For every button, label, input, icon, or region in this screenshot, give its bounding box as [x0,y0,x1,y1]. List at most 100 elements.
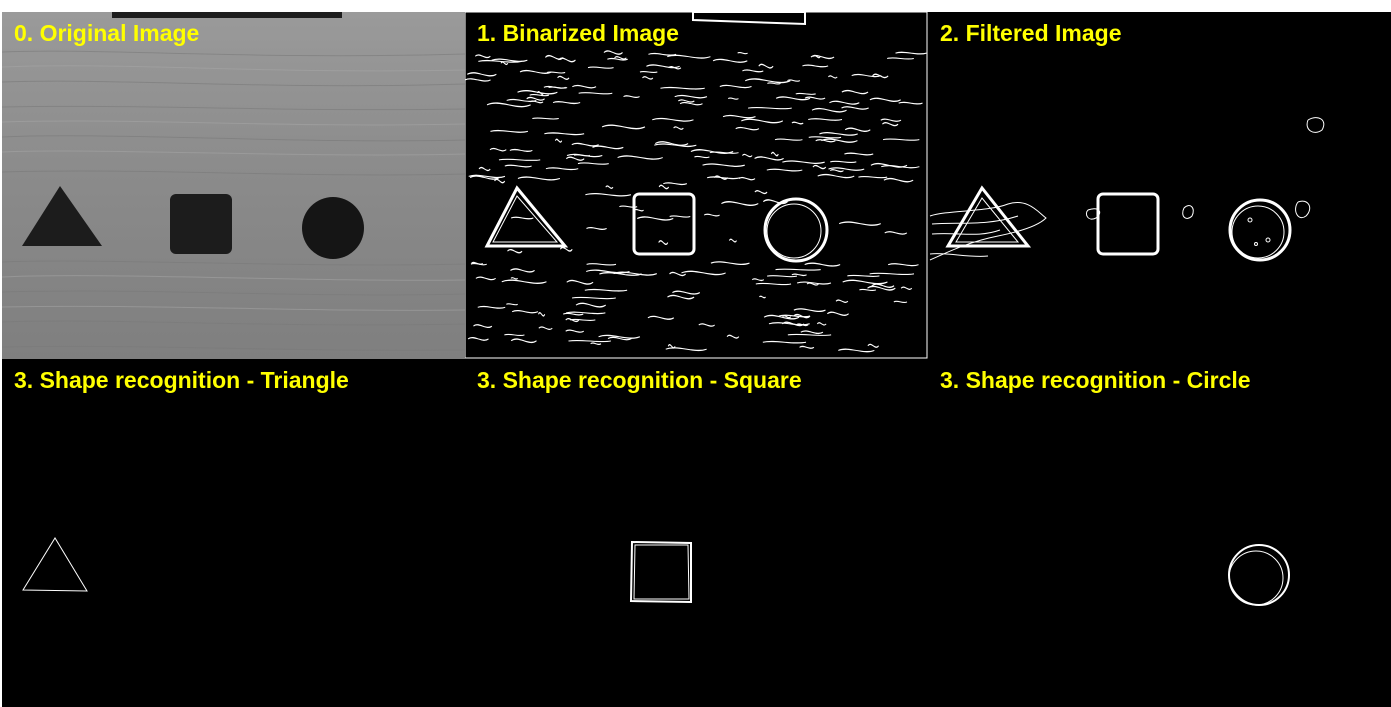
edge-noise [882,138,920,141]
square-outline [629,540,692,604]
edge-noise [859,288,877,292]
edge-noise [507,249,523,254]
edge-noise [510,338,537,344]
edge-noise [565,156,585,161]
edge-noise [470,262,487,266]
edge-noise [745,78,791,84]
edge-noise [578,92,613,95]
edge-noise [800,330,824,335]
edge-noise [468,174,506,179]
edge-noise [506,303,518,306]
panel-square-recognition: 3. Shape recognition - Square [465,359,928,706]
edge-noise [741,118,784,124]
edge-noise [791,121,804,125]
edge-noise [703,213,720,217]
edge-noise [737,51,748,55]
edge-noise [652,117,694,122]
edge-noise [741,153,753,158]
edge-noise [721,201,759,206]
edge-noise [557,75,570,80]
edge-noise [782,160,825,164]
edge-noise [754,190,768,195]
edge-noise [466,72,497,77]
edge-noise [510,216,534,220]
edge-noise [735,126,760,131]
edge-noise [841,106,869,110]
edge-noise [694,155,710,159]
edge-noise [473,324,493,329]
edge-noise [636,216,674,221]
edge-noise [655,141,689,146]
edge-noise [532,117,559,120]
edge-noise [501,279,547,284]
edge-noise [829,100,860,105]
edge-noise [827,75,838,79]
edge-noise [767,82,781,85]
edge-noise [619,205,638,208]
edge-noise [817,173,855,179]
edge-noise [851,73,882,78]
edge-noise [558,57,576,63]
edge-noise [812,164,827,170]
edge-noise [751,278,765,282]
edge-noise [763,314,800,320]
edge-noise [587,66,614,69]
edge-noise [538,312,546,317]
edge-noise [510,277,519,280]
edge-noise [517,176,561,181]
edge-noise [552,101,581,105]
edge-noise [571,142,599,147]
edge-noise [898,101,923,105]
edge-noise [677,99,695,103]
edge-noise [639,70,658,74]
edge-noise [821,138,858,143]
edge-noise [770,151,779,157]
edge-noise [654,143,697,148]
edge-noise [882,122,899,127]
edge-noise [702,163,745,167]
edge-noise [544,54,564,60]
edge-noise [793,308,826,312]
edge-noise [667,294,695,300]
panel-triangle-recognition: 3. Shape recognition - Triangle [2,359,465,706]
edge-noise [806,282,819,286]
edge-noise [774,138,803,141]
panel-circle-recognition: 3. Shape recognition - Circle [928,359,1391,706]
edge-noise [562,312,584,316]
edge-noise [738,176,756,181]
filtered-edges [929,117,1325,262]
edge-noise [490,129,529,133]
edge-noise [844,152,874,156]
edge-noise [867,343,880,348]
edge-noise [841,89,869,95]
edge-noise [548,86,568,89]
edge-noise [829,169,844,173]
edge-noise [812,54,821,59]
edge-noise [510,268,535,273]
panel-label: 3. Shape recognition - Square [477,367,802,393]
edge-noise [494,178,506,184]
edge-noise [509,148,533,152]
edge-noise [838,348,875,353]
edge-noise [545,167,579,171]
panel-label: 1. Binarized Image [477,20,679,46]
edge-noise [506,98,537,102]
edge-noise [474,54,491,59]
edge-noise [660,86,705,90]
edge-noise [808,136,842,139]
edge-noise [658,240,669,245]
edge-noise [775,268,821,271]
edge-noise [804,262,841,267]
edge-noise [504,333,525,337]
edge-noise [668,66,682,70]
edge-noise [811,107,847,113]
edge-noise [787,333,832,336]
edge-noise [592,145,624,150]
edge-noise [758,63,774,69]
edge-noise [775,96,811,101]
edge-noise [871,283,895,288]
panel-original-image: 0. Original Image [2,12,465,359]
edge-noise [607,57,628,61]
edge-noise [617,155,663,160]
edge-noise [477,305,506,309]
